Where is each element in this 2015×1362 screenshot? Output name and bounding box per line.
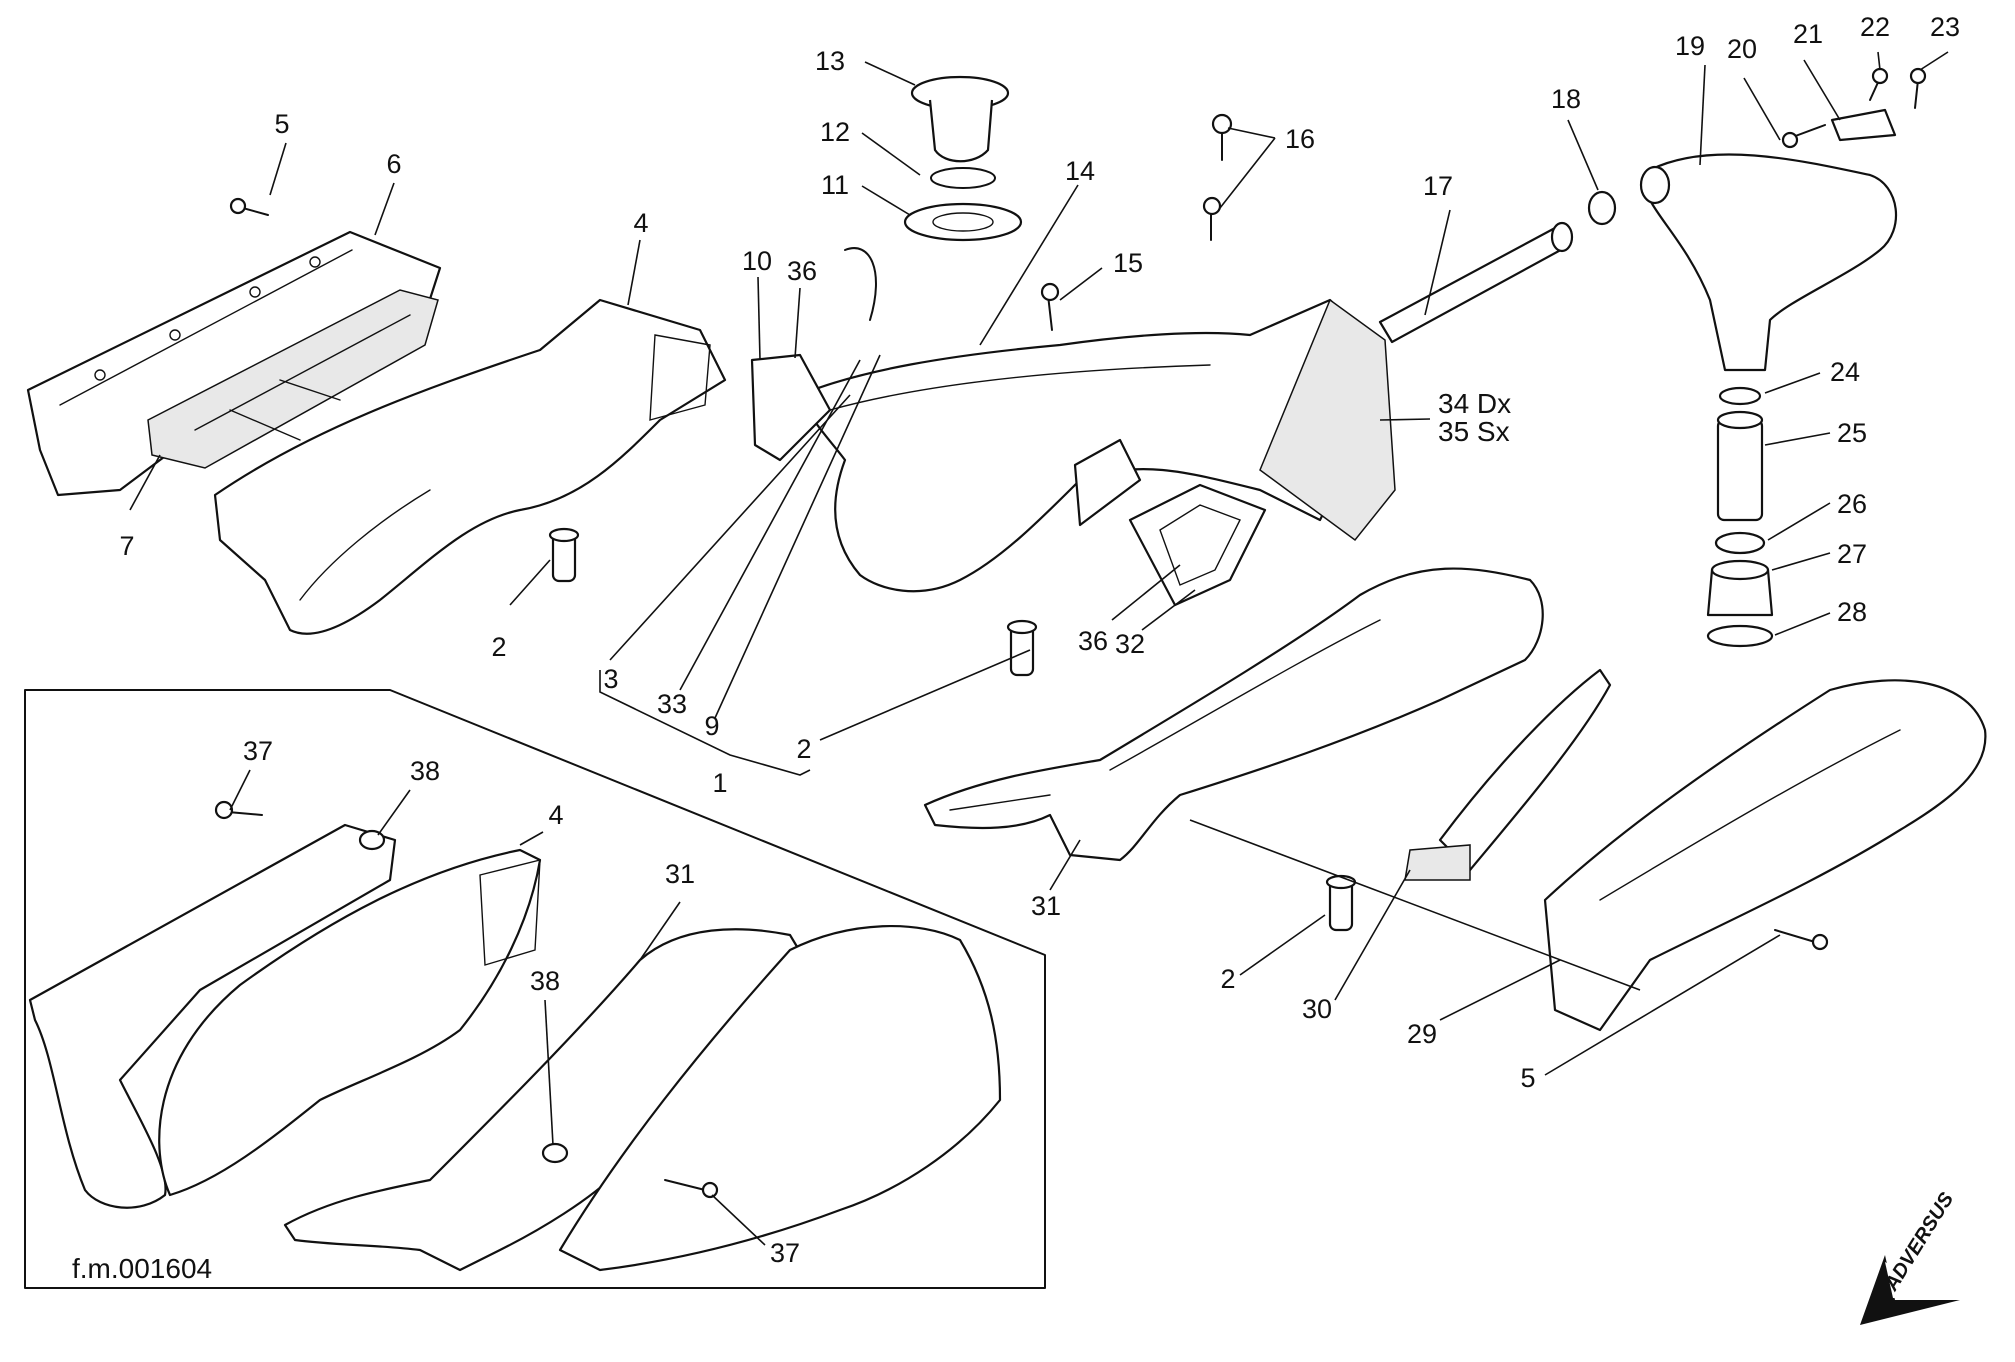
callout-31: 31 bbox=[1031, 891, 1061, 921]
tank-cover-assembly bbox=[750, 75, 1396, 607]
callout-34-dx: 34 Dx bbox=[1438, 388, 1511, 419]
callout-33: 33 bbox=[657, 689, 687, 719]
callout-24: 24 bbox=[1830, 357, 1860, 387]
callout-9: 9 bbox=[704, 711, 719, 741]
callout-36: 36 bbox=[787, 256, 817, 286]
callout-15: 15 bbox=[1113, 248, 1143, 278]
callout-5: 5 bbox=[274, 109, 289, 139]
callout-12: 12 bbox=[820, 117, 850, 147]
side-cover-29 bbox=[1543, 679, 1987, 1032]
callout-16: 16 bbox=[1285, 124, 1315, 154]
callout-4b: 4 bbox=[548, 800, 563, 830]
inset-box bbox=[24, 689, 1046, 1289]
callout-19: 19 bbox=[1675, 31, 1705, 61]
callout-5b: 5 bbox=[1520, 1063, 1535, 1093]
callout-2c: 2 bbox=[1220, 964, 1235, 994]
callout-28: 28 bbox=[1837, 597, 1867, 627]
figure-code: f.m.001604 bbox=[72, 1253, 212, 1284]
callout-37: 37 bbox=[243, 736, 273, 766]
callout-37b: 37 bbox=[770, 1238, 800, 1268]
filter-30 bbox=[1404, 668, 1612, 881]
callout-2b: 2 bbox=[796, 734, 811, 764]
callout-26: 26 bbox=[1837, 489, 1867, 519]
callout-7: 7 bbox=[119, 531, 134, 561]
callout-14: 14 bbox=[1065, 156, 1095, 186]
callout-38: 38 bbox=[410, 756, 440, 786]
adversus-logo: ADVERSUS bbox=[1860, 1188, 1960, 1325]
callout-18: 18 bbox=[1551, 84, 1581, 114]
callout-30: 30 bbox=[1302, 994, 1332, 1024]
callout-2: 2 bbox=[491, 632, 506, 662]
callout-27: 27 bbox=[1837, 539, 1867, 569]
callout-10: 10 bbox=[742, 246, 772, 276]
callout-32: 32 bbox=[1115, 629, 1145, 659]
callout-13: 13 bbox=[815, 46, 845, 76]
callout-38b: 38 bbox=[530, 966, 560, 996]
callout-labels: 5 6 4 7 2 13 12 11 14 10 36 15 16 17 18 … bbox=[119, 12, 1960, 1268]
callout-6: 6 bbox=[386, 149, 401, 179]
hose bbox=[1378, 221, 1574, 344]
brand-label: ADVERSUS bbox=[1880, 1188, 1958, 1295]
callout-31b: 31 bbox=[665, 859, 695, 889]
callout-35-sx: 35 Sx bbox=[1438, 416, 1510, 447]
callout-25: 25 bbox=[1837, 418, 1867, 448]
air-duct-left-assembly bbox=[26, 197, 727, 635]
callout-20: 20 bbox=[1727, 34, 1757, 64]
grommet-left bbox=[548, 527, 580, 583]
lower-duct-centre bbox=[923, 567, 1544, 862]
callout-22: 22 bbox=[1860, 12, 1890, 42]
callout-23: 23 bbox=[1930, 12, 1960, 42]
callout-1: 1 bbox=[712, 768, 727, 798]
callout-36b: 36 bbox=[1078, 626, 1108, 656]
callout-4: 4 bbox=[633, 208, 648, 238]
leader-lines bbox=[129, 51, 1949, 1246]
callout-21: 21 bbox=[1793, 19, 1823, 49]
intake-assembly-right bbox=[1587, 67, 1927, 648]
callout-3: 3 bbox=[603, 664, 618, 694]
callout-29: 29 bbox=[1407, 1019, 1437, 1049]
callout-11: 11 bbox=[821, 170, 849, 200]
callout-17: 17 bbox=[1423, 171, 1453, 201]
